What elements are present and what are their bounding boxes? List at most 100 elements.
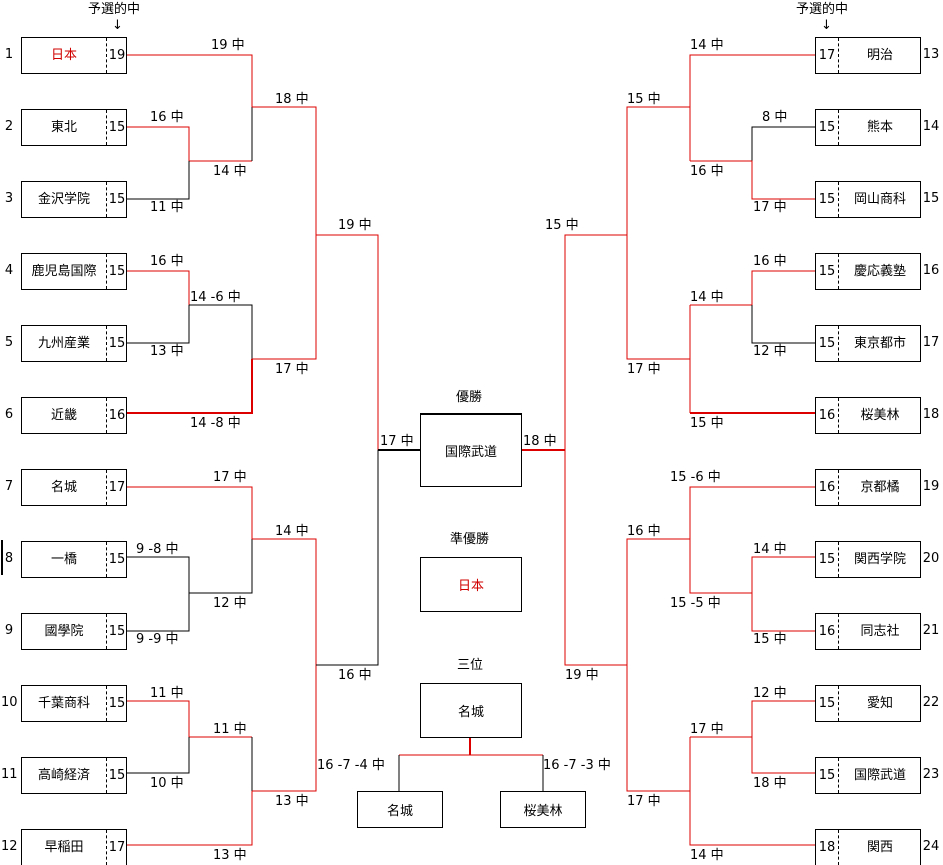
team-name: 慶応義塾 [853,264,906,279]
champion-name: 国際武道 [444,445,497,460]
team-score: 16 [818,408,836,423]
match-label: 17 中 [213,470,247,485]
match-label: 17 中 [627,794,661,809]
score-divider [838,182,839,217]
seed-number: 2 [4,119,14,134]
seed-number: 13 [922,47,940,62]
team-score: 17 [108,840,126,855]
match-label: 14 中 [275,524,309,539]
seed-number: 8 [4,551,14,566]
match-label: 15 中 [545,218,579,233]
third-place-right-name: 桜美林 [523,804,563,819]
match-label: 14 中 [690,290,724,305]
third-place-name: 名城 [457,705,484,720]
seed-number: 12 [1,839,18,854]
seed-number: 3 [4,191,14,206]
seed-number: 15 [922,191,940,206]
third-place-right-box: 桜美林 [500,791,586,828]
team-score: 16 [108,408,126,423]
team-name: 桜美林 [860,408,900,423]
score-divider [106,830,107,865]
team-score: 15 [108,336,126,351]
match-label: 18 中 [275,92,309,107]
team-name: 高崎経済 [37,768,90,783]
team-box: 千葉商科 15 [21,685,127,722]
match-label: 12 中 [753,686,787,701]
seed-number: 22 [922,695,940,710]
match-label: 16 中 [150,110,184,125]
team-name: 関西 [866,840,893,855]
team-box: 日本 19 [21,37,127,74]
third-left-prediction: 16 -7 -4 中 [317,758,385,773]
runner-up-heading: 準優勝 [450,532,490,547]
third-place-left-box: 名城 [357,791,443,828]
match-label: 9 -8 中 [136,542,179,557]
team-name: 熊本 [866,120,893,135]
match-label: 17 中 [275,362,309,377]
team-score: 15 [108,768,126,783]
seed-number: 21 [922,623,940,638]
team-score: 15 [818,192,836,207]
score-divider [838,110,839,145]
score-divider [838,38,839,73]
score-divider [838,254,839,289]
seed-number: 19 [922,479,940,494]
third-place-left-name: 名城 [386,804,413,819]
runner-up-box: 日本 [420,557,522,612]
team-score: 15 [108,696,126,711]
team-score: 15 [818,552,836,567]
seed-number: 1 [4,47,14,62]
match-label: 16 中 [627,524,661,539]
match-label: 9 -9 中 [136,632,179,647]
match-label: 8 中 [762,110,788,125]
team-score: 16 [818,624,836,639]
third-place-heading: 三位 [457,658,484,673]
score-divider [106,182,107,217]
score-divider [838,758,839,793]
match-label: 12 中 [213,596,247,611]
team-name: 千葉商科 [37,696,90,711]
team-score: 15 [818,768,836,783]
match-label: 17 中 [753,200,787,215]
team-score: 15 [818,336,836,351]
team-name: 日本 [50,48,77,63]
seed-number: 11 [1,767,18,782]
third-right-prediction: 16 -7 -3 中 [543,758,611,773]
seed-number: 16 [922,263,940,278]
arrow-down-icon: ↓ [821,18,832,33]
team-box: 15 岡山商科 [815,181,921,218]
match-label: 17 中 [627,362,661,377]
team-score: 15 [818,696,836,711]
seed-number: 23 [922,767,940,782]
match-label: 14 中 [753,542,787,557]
seed-number: 10 [1,695,18,710]
team-name: 明治 [866,48,893,63]
score-divider [838,326,839,361]
score-divider [838,614,839,649]
team-score: 16 [818,480,836,495]
match-label: 18 中 [753,776,787,791]
team-score: 19 [108,48,126,63]
match-label: 16 中 [338,668,372,683]
score-divider [838,398,839,433]
team-name: 鹿児島国際 [31,264,97,279]
match-label: 11 中 [213,722,247,737]
match-label: 16 中 [690,164,724,179]
seed-number: 20 [922,551,940,566]
seed-number: 17 [922,335,940,350]
match-label: 13 中 [275,794,309,809]
seed-number: 7 [4,479,14,494]
match-label: 14 -6 中 [190,290,241,305]
team-name: 岡山商科 [853,192,906,207]
